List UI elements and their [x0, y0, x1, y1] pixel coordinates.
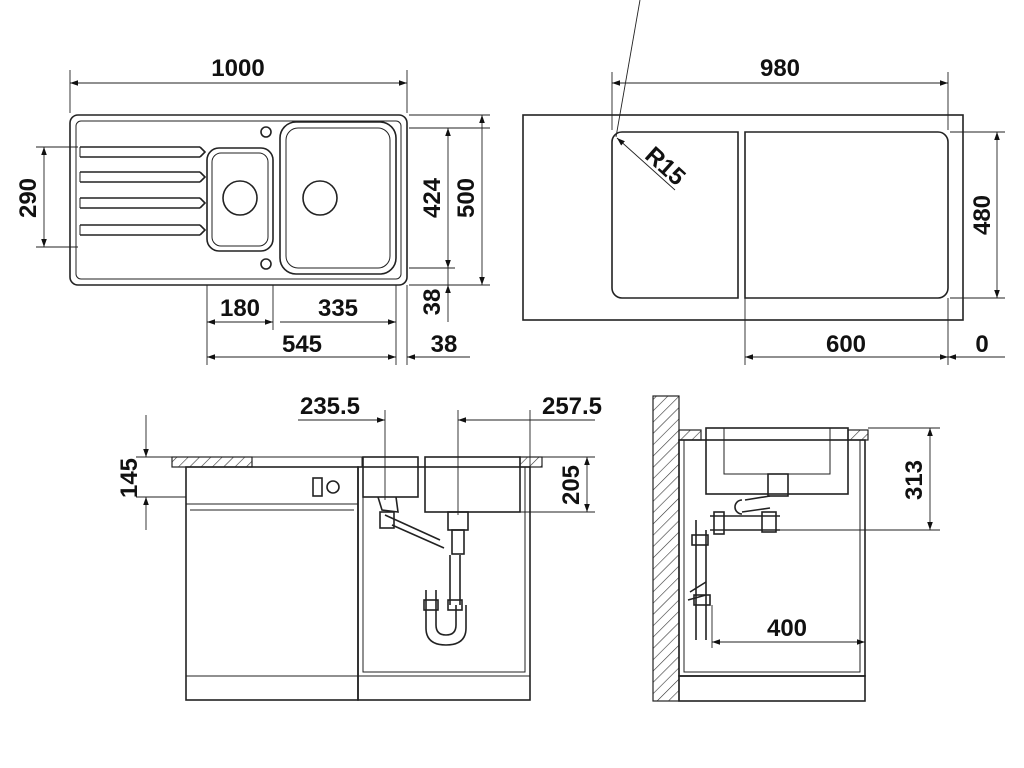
small-bowl-waste [222, 180, 258, 216]
drainer-grooves [79, 146, 207, 236]
dim-cutout-width: 980 [760, 55, 800, 82]
dim-bowls-total: 545 [282, 331, 322, 358]
front-plumbing [377, 496, 469, 646]
tap-hole-icon [260, 126, 272, 138]
worktop-left [171, 456, 253, 468]
dim-edge-offset-bottom: 38 [419, 289, 446, 316]
sink-top-view: 1000 290 424 500 38 180 335 545 38 [15, 55, 490, 365]
sink-outline [69, 114, 408, 286]
overflow-hole-icon [260, 258, 272, 270]
dim-small-bowl-width: 180 [220, 295, 260, 322]
dishwasher [185, 466, 359, 701]
small-bowl [206, 147, 274, 252]
front-small-bowl [362, 456, 419, 498]
dim-overall-width: 1000 [211, 55, 264, 82]
dim-bowl-depth-424: 424 [419, 177, 446, 218]
dim-trap-depth: 400 [767, 615, 807, 642]
side-view: 313 400 [652, 395, 940, 702]
dim-edge-offset-right: 38 [431, 331, 458, 358]
dim-right-waste-offset: 257.5 [542, 393, 602, 420]
dim-cabinet-offset: 0 [975, 331, 988, 358]
wall-section [652, 395, 680, 702]
dishwasher-knob-icon [326, 480, 340, 494]
dim-corner-radius: R15 [640, 142, 691, 192]
cutout-right [744, 131, 949, 299]
sink-cabinet [357, 466, 531, 701]
large-bowl [279, 121, 397, 275]
dim-overall-depth: 500 [453, 178, 480, 218]
dim-trap-height: 313 [901, 460, 928, 500]
side-bowl [705, 427, 849, 495]
dim-left-waste-offset: 235.5 [300, 393, 360, 420]
dim-cabinet-width: 600 [826, 331, 866, 358]
worktop-right [519, 456, 543, 468]
dim-cutout-depth: 480 [969, 195, 996, 235]
dim-large-bowl-width: 335 [318, 295, 358, 322]
front-view: 235.5 257.5 145 205 [116, 393, 602, 701]
dim-drainer-depth: 290 [15, 178, 42, 218]
front-large-bowl [424, 456, 521, 513]
dishwasher-switch-icon [312, 477, 323, 497]
side-plumbing [687, 473, 789, 640]
large-bowl-waste [302, 180, 338, 216]
cutout-view: R15 980 480 600 0 [522, 0, 1005, 365]
dim-top-height: 145 [116, 458, 143, 498]
worktop-outline [522, 114, 964, 321]
dim-bowl-depth: 205 [558, 465, 585, 505]
